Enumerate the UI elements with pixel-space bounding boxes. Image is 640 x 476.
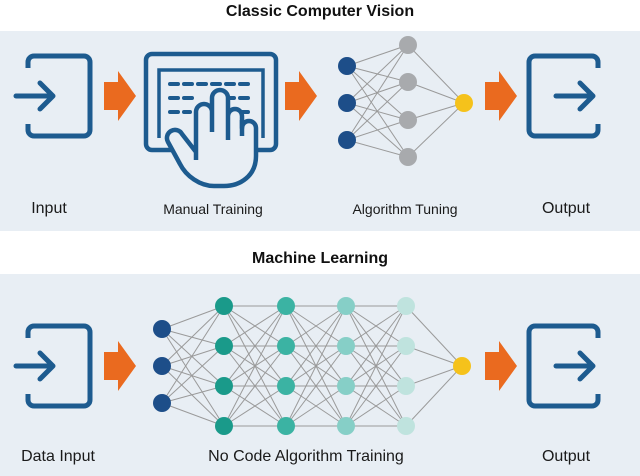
network-node xyxy=(337,297,355,315)
classic-input-icon xyxy=(16,53,93,139)
network-node xyxy=(277,337,295,355)
network-edge xyxy=(285,305,347,427)
network-edge xyxy=(285,305,347,387)
network-edge xyxy=(345,345,407,427)
network-edge xyxy=(161,328,225,347)
network-edge xyxy=(405,365,463,427)
classic-step-manual-training-label: Manual Training xyxy=(163,201,263,217)
classic-step-input-label: Input xyxy=(31,200,67,217)
network-edge xyxy=(223,305,287,427)
network-edge xyxy=(405,345,463,367)
ml-step-output-label: Output xyxy=(541,448,591,465)
network-edge xyxy=(223,345,287,427)
network-node xyxy=(337,377,355,395)
ml-step-training-label: No Code Algorithm Training xyxy=(208,448,404,465)
network-node xyxy=(397,337,415,355)
network-edge xyxy=(223,305,287,347)
network-edge xyxy=(285,305,347,347)
network-node xyxy=(397,377,415,395)
network-node xyxy=(215,297,233,315)
network-node xyxy=(153,357,171,375)
network-node xyxy=(215,417,233,435)
network-edge xyxy=(161,345,225,367)
deep-neural-network-icon xyxy=(153,297,471,435)
network-node xyxy=(337,337,355,355)
network-edge xyxy=(161,305,225,367)
network-edge xyxy=(223,385,287,427)
classic-output-icon xyxy=(526,53,601,139)
network-edge xyxy=(285,385,347,427)
network-node xyxy=(215,337,233,355)
network-node xyxy=(453,357,471,375)
network-node xyxy=(153,320,171,338)
network-node xyxy=(277,297,295,315)
classic-section-title: Classic Computer Vision xyxy=(225,3,415,20)
network-edge xyxy=(161,365,225,427)
network-edge xyxy=(161,305,225,404)
ml-section-title: Machine Learning xyxy=(251,250,389,267)
network-edge xyxy=(345,305,407,347)
ml-arrow-2 xyxy=(485,341,517,391)
network-edge xyxy=(161,365,225,387)
network-edge xyxy=(161,305,225,330)
network-edge xyxy=(161,328,225,387)
network-node xyxy=(337,417,355,435)
classic-step-algorithm-tuning-label: Algorithm Tuning xyxy=(352,201,458,217)
network-node xyxy=(397,297,415,315)
classic-arrow-3 xyxy=(485,71,517,121)
network-node xyxy=(277,417,295,435)
classic-step-output-label: Output xyxy=(541,200,591,217)
touch-keyboard-icon xyxy=(143,51,279,189)
network-edge xyxy=(161,345,225,404)
classic-neural-network-icon xyxy=(338,36,473,166)
ml-input-icon xyxy=(16,323,93,409)
network-edge xyxy=(285,345,347,427)
classic-arrow-1 xyxy=(104,71,136,121)
network-node xyxy=(153,394,171,412)
network-edge xyxy=(345,385,407,427)
network-edge xyxy=(405,305,463,367)
network-edge xyxy=(345,305,407,387)
network-edge xyxy=(161,402,225,427)
ml-arrow-1 xyxy=(104,341,136,391)
network-edge xyxy=(161,385,225,404)
network-edge xyxy=(161,328,225,427)
ml-output-icon xyxy=(526,323,601,409)
network-node xyxy=(277,377,295,395)
ml-step-data-input-label: Data Input xyxy=(21,448,95,465)
network-node xyxy=(397,417,415,435)
network-node xyxy=(215,377,233,395)
network-edge xyxy=(345,305,407,427)
network-edge xyxy=(223,305,287,387)
classic-section-background xyxy=(0,31,640,231)
network-edge xyxy=(405,365,463,387)
classic-arrow-2 xyxy=(285,71,317,121)
